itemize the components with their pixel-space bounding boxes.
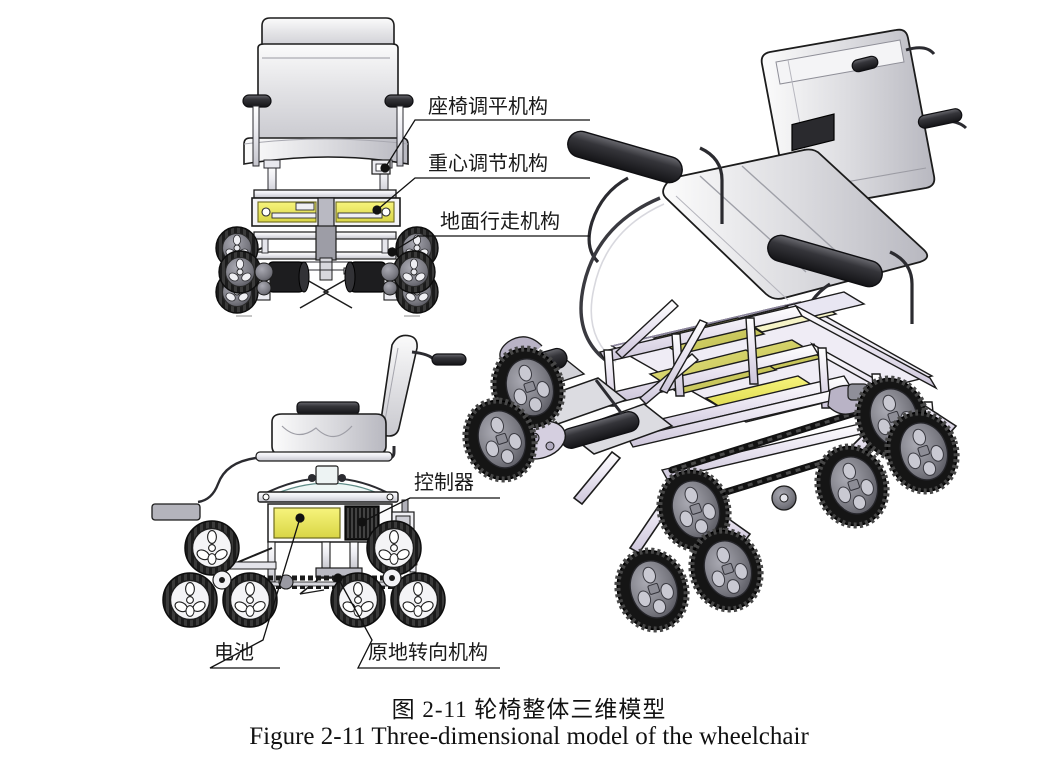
side-wheel-front-1 xyxy=(162,572,218,628)
annotation-cog-adjust: 重心调节机构 xyxy=(428,151,548,175)
leader-steering xyxy=(337,577,500,669)
figure-caption-english: Figure 2-11 Three-dimensional model of t… xyxy=(249,723,809,750)
isometric-3d-wheelchair-model xyxy=(455,28,966,639)
annotation-controller: 控制器 xyxy=(414,470,474,494)
side-view-wheelchair xyxy=(151,334,467,628)
leader-seat-leveling xyxy=(384,119,590,169)
leader-lines xyxy=(209,119,590,669)
side-wheel-front-upper xyxy=(184,520,240,576)
leader-dot-seat-leveling xyxy=(380,163,390,173)
leader-controller xyxy=(361,497,500,523)
leader-dots xyxy=(295,163,397,583)
leader-dot-battery xyxy=(295,513,305,523)
annotation-in-place-steering: 原地转向机构 xyxy=(368,640,488,664)
leader-battery xyxy=(209,517,301,669)
leader-dot-controller xyxy=(357,517,367,527)
annotation-seat-leveling: 座椅调平机构 xyxy=(428,94,548,118)
leader-dot-steering xyxy=(333,573,343,583)
leader-dot-ground-travel xyxy=(387,247,397,257)
annotation-ground-travel: 地面行走机构 xyxy=(440,209,560,233)
leader-cog-adjust xyxy=(376,177,590,211)
leader-ground-travel xyxy=(391,235,590,253)
annotation-battery: 电池 xyxy=(214,640,254,664)
side-wheel-rear-upper xyxy=(366,520,422,576)
figure-caption-chinese: 图 2-11 轮椅整体三维模型 xyxy=(391,697,667,722)
iso-armrest-left xyxy=(567,130,724,264)
leader-dot-cog-adjust xyxy=(372,205,382,215)
